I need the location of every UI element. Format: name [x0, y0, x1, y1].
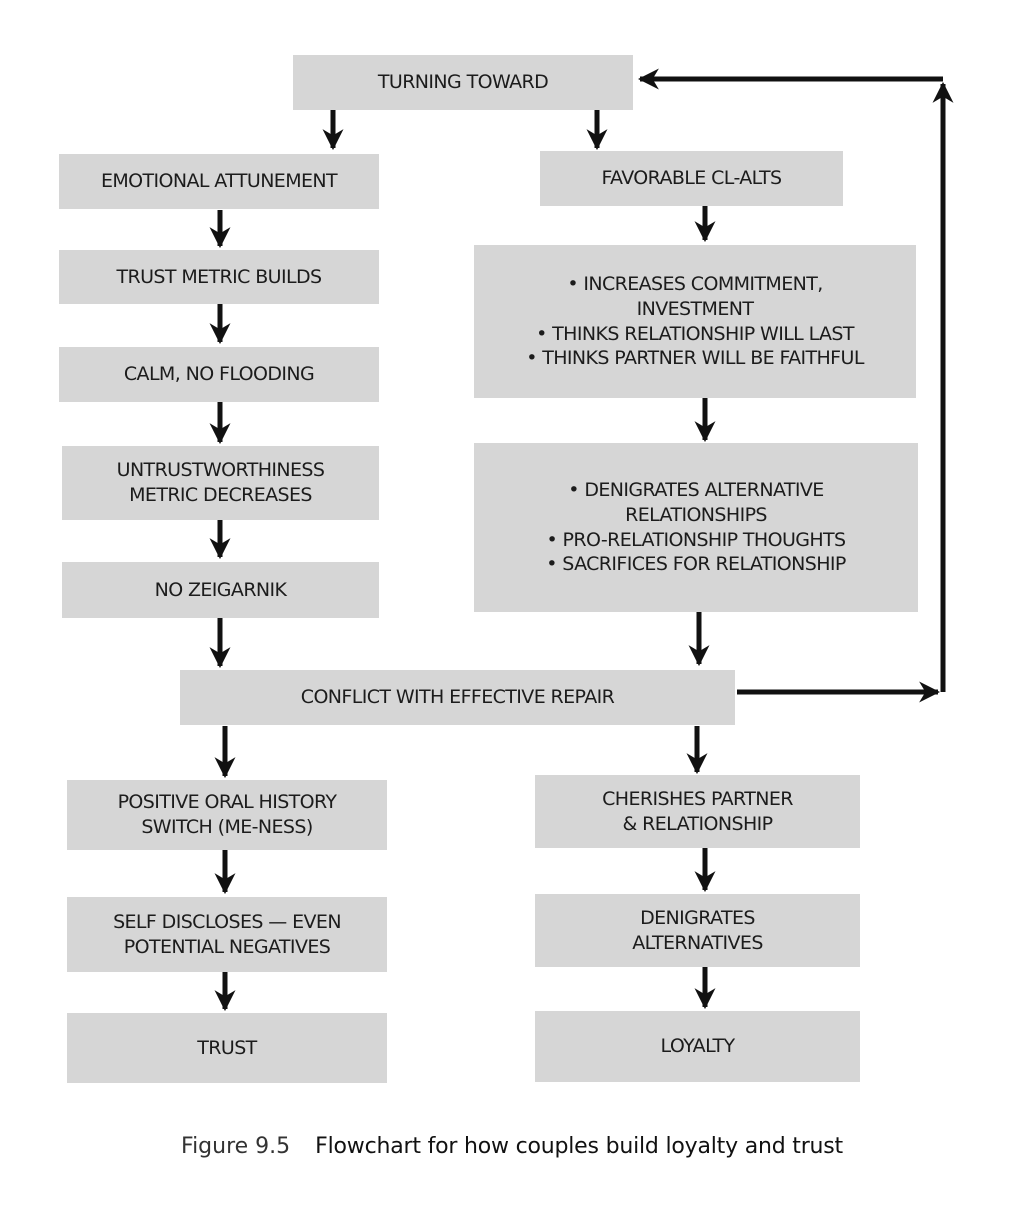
node-text-line: SWITCH (ME-NESS)	[141, 816, 313, 838]
node-conflict-with-effective-repair: CONFLICT WITH EFFECTIVE REPAIR	[180, 670, 735, 725]
node-text-line: DENIGRATES	[640, 906, 755, 929]
node-text-line: NO ZEIGARNIK	[154, 578, 287, 601]
figure-label: Figure 9.5	[181, 1134, 291, 1159]
node-text-line: LOYALTY	[660, 1035, 736, 1058]
node-text-line: • PRO-RELATIONSHIP THOUGHTS	[546, 528, 846, 551]
node-trust-metric-builds: TRUST METRIC BUILDS	[59, 250, 379, 304]
node-text-line: FAVORABLE CL-ALTS	[601, 167, 782, 190]
node-text-line: EMOTIONAL ATTUNEMENT	[100, 170, 338, 193]
node-no-zeigarnik: NO ZEIGARNIK	[62, 562, 379, 618]
node-favorable-cl-alts: FAVORABLE CL-ALTS	[540, 151, 843, 206]
node-text-line: TURNING TOWARD	[377, 71, 549, 94]
node-emotional-attunement: EMOTIONAL ATTUNEMENT	[59, 154, 379, 209]
node-text-line: CHERISHES PARTNER	[602, 787, 793, 810]
node-text-line: • INCREASES COMMITMENT,	[567, 273, 823, 296]
node-text-line: METRIC DECREASES	[129, 484, 312, 506]
node-text-line: ALTERNATIVES	[632, 931, 763, 954]
node-loyalty: LOYALTY	[535, 1011, 860, 1082]
figure-caption-text: Flowchart for how couples build loyalty …	[315, 1134, 843, 1159]
node-text-line: • THINKS PARTNER WILL BE FAITHFUL	[526, 347, 864, 370]
node-text-line: CONFLICT WITH EFFECTIVE REPAIR	[300, 686, 615, 709]
node-calm-no-flooding: CALM, NO FLOODING	[59, 347, 379, 402]
node-text-line: • DENIGRATES ALTERNATIVE	[568, 479, 824, 502]
node-text-line: CALM, NO FLOODING	[123, 363, 315, 386]
node-commitment: • INCREASES COMMITMENT,INVESTMENT• THINK…	[474, 245, 916, 398]
node-text-line: • THINKS RELATIONSHIP WILL LAST	[536, 322, 854, 345]
node-cherishes-partner: CHERISHES PARTNER& RELATIONSHIP	[535, 775, 860, 848]
figure-caption: Figure 9.5 Flowchart for how couples bui…	[0, 1134, 1024, 1159]
node-text-line: TRUST	[197, 1036, 257, 1059]
node-text-line: RELATIONSHIPS	[625, 503, 767, 526]
node-text-line: UNTRUSTWORTHINESS	[116, 459, 325, 482]
node-text-line: POSITIVE ORAL HISTORY	[117, 791, 337, 814]
node-turning-toward: TURNING TOWARD	[293, 55, 633, 110]
node-text-line: SELF DISCLOSES — EVEN	[113, 910, 341, 933]
node-text-line: POTENTIAL NEGATIVES	[123, 935, 331, 958]
node-text-line: & RELATIONSHIP	[622, 812, 774, 835]
node-text-line: INVESTMENT	[636, 297, 754, 320]
node-text-line: TRUST METRIC BUILDS	[116, 265, 323, 288]
node-text-line: • SACRIFICES FOR RELATIONSHIP	[546, 553, 846, 576]
node-trust: TRUST	[67, 1013, 387, 1083]
